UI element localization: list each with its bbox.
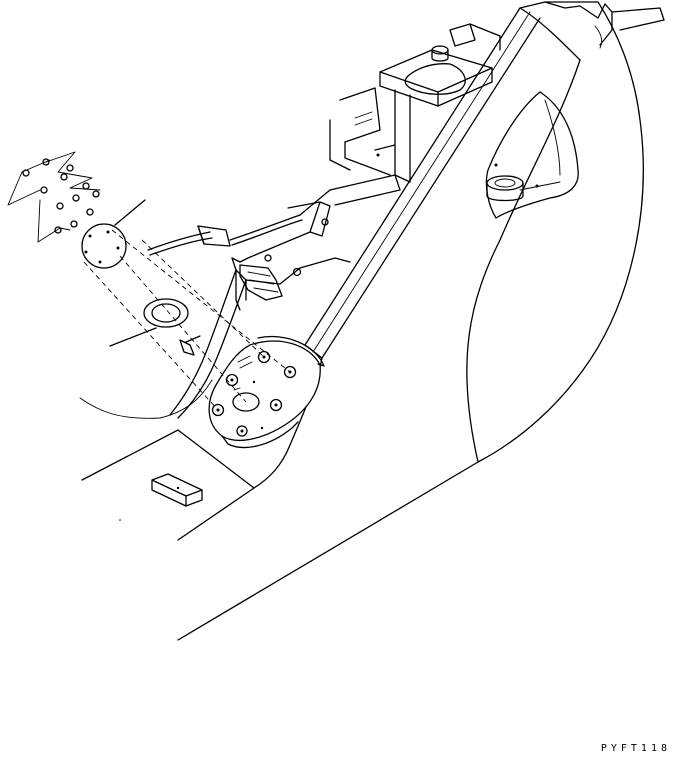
leader-line-gasket — [110, 328, 156, 346]
access-cover — [209, 337, 324, 448]
wire-harness — [148, 175, 400, 255]
mounting-bracket — [170, 202, 350, 418]
rear-mechanism — [330, 88, 395, 175]
top-mount-block — [380, 2, 664, 182]
floor-block — [119, 474, 202, 521]
frame-member — [80, 8, 540, 540]
leader-line-cover — [115, 200, 145, 225]
exploded-parts — [8, 152, 290, 410]
side-panel — [178, 2, 643, 640]
drawing-code: PYFT118 — [600, 743, 671, 754]
